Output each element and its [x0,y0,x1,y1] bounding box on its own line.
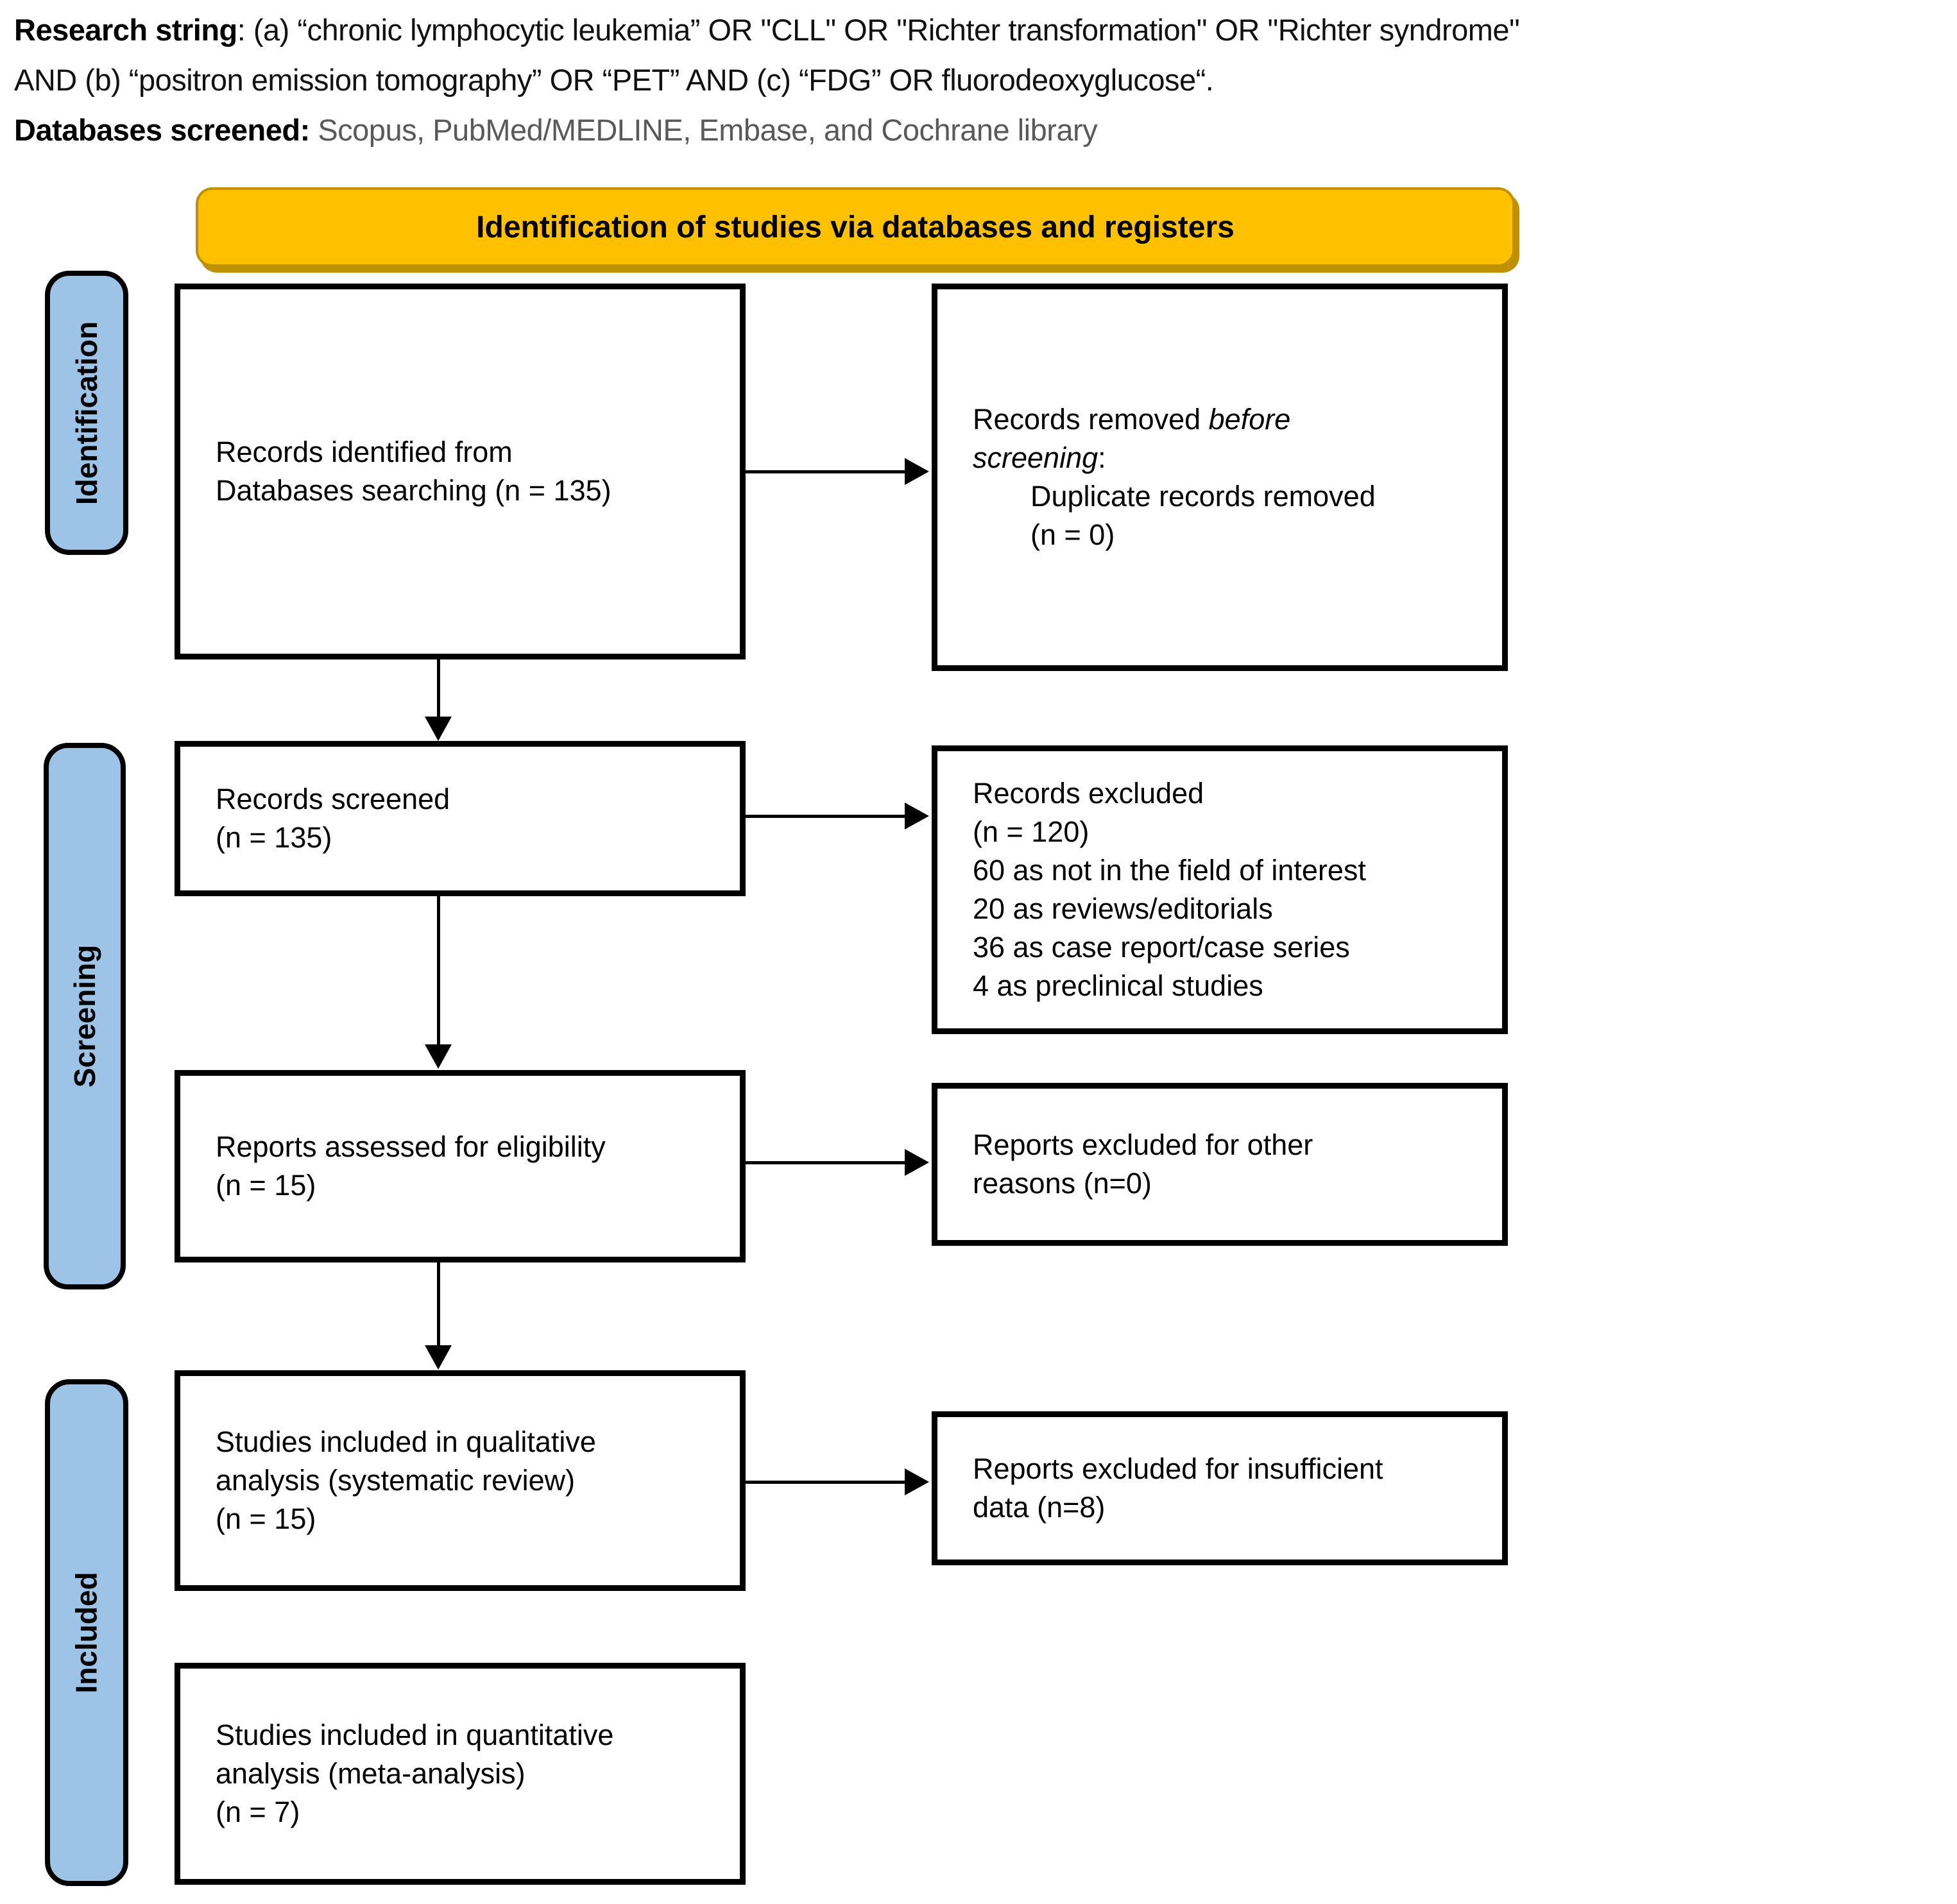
stage-identification: Identification [45,271,128,555]
box-reports-excluded-insufficient: Reports excluded for insufficient data (… [932,1411,1508,1565]
box-reports-excluded-other: Reports excluded for other reasons (n=0) [932,1083,1508,1246]
arrow-shaft [437,1262,440,1347]
arrow-shaft [746,470,906,473]
databases-screened-line: Databases screened: Scopus, PubMed/MEDLI… [14,113,1098,147]
arrow-shaft [437,896,440,1046]
arrow-shaft [437,659,440,718]
box-reports-assessed: Reports assessed for eligibility (n = 15… [175,1070,746,1262]
research-string-line1: Research string: (a) “chronic lymphocyti… [14,13,1520,47]
arrow-shaft [746,815,906,818]
banner-title: Identification of studies via databases … [476,210,1235,244]
box-records-identified: Records identified from Databases search… [175,284,746,659]
arrow-down-icon [425,1345,452,1370]
arrow-shaft [746,1481,906,1484]
identification-banner: Identification of studies via databases … [196,187,1515,267]
box-quantitative-analysis: Studies included in quantitative analysi… [175,1663,746,1885]
arrow-shaft [746,1161,906,1164]
box-records-excluded: Records excluded (n = 120) 60 as not in … [932,745,1508,1034]
research-string-line2: AND (b) “positron emission tomography” O… [14,63,1214,97]
arrow-right-icon [905,458,929,485]
box-records-screened: Records screened (n = 135) [175,741,746,896]
arrow-right-icon [905,803,929,829]
stage-screening: Screening [44,743,126,1289]
stage-included: Included [45,1379,128,1886]
research-string-header: Research string: (a) “chronic lymphocyti… [14,5,1952,155]
box-qualitative-analysis: Studies included in qualitative analysis… [175,1370,746,1591]
box-records-removed: Records removed before screening: Duplic… [932,284,1508,671]
databases-screened-label: Databases screened: [14,113,310,147]
arrow-right-icon [905,1149,929,1176]
arrow-down-icon [425,717,452,741]
arrow-down-icon [425,1044,452,1069]
research-string-label: Research string [14,13,237,47]
arrow-right-icon [905,1468,929,1495]
